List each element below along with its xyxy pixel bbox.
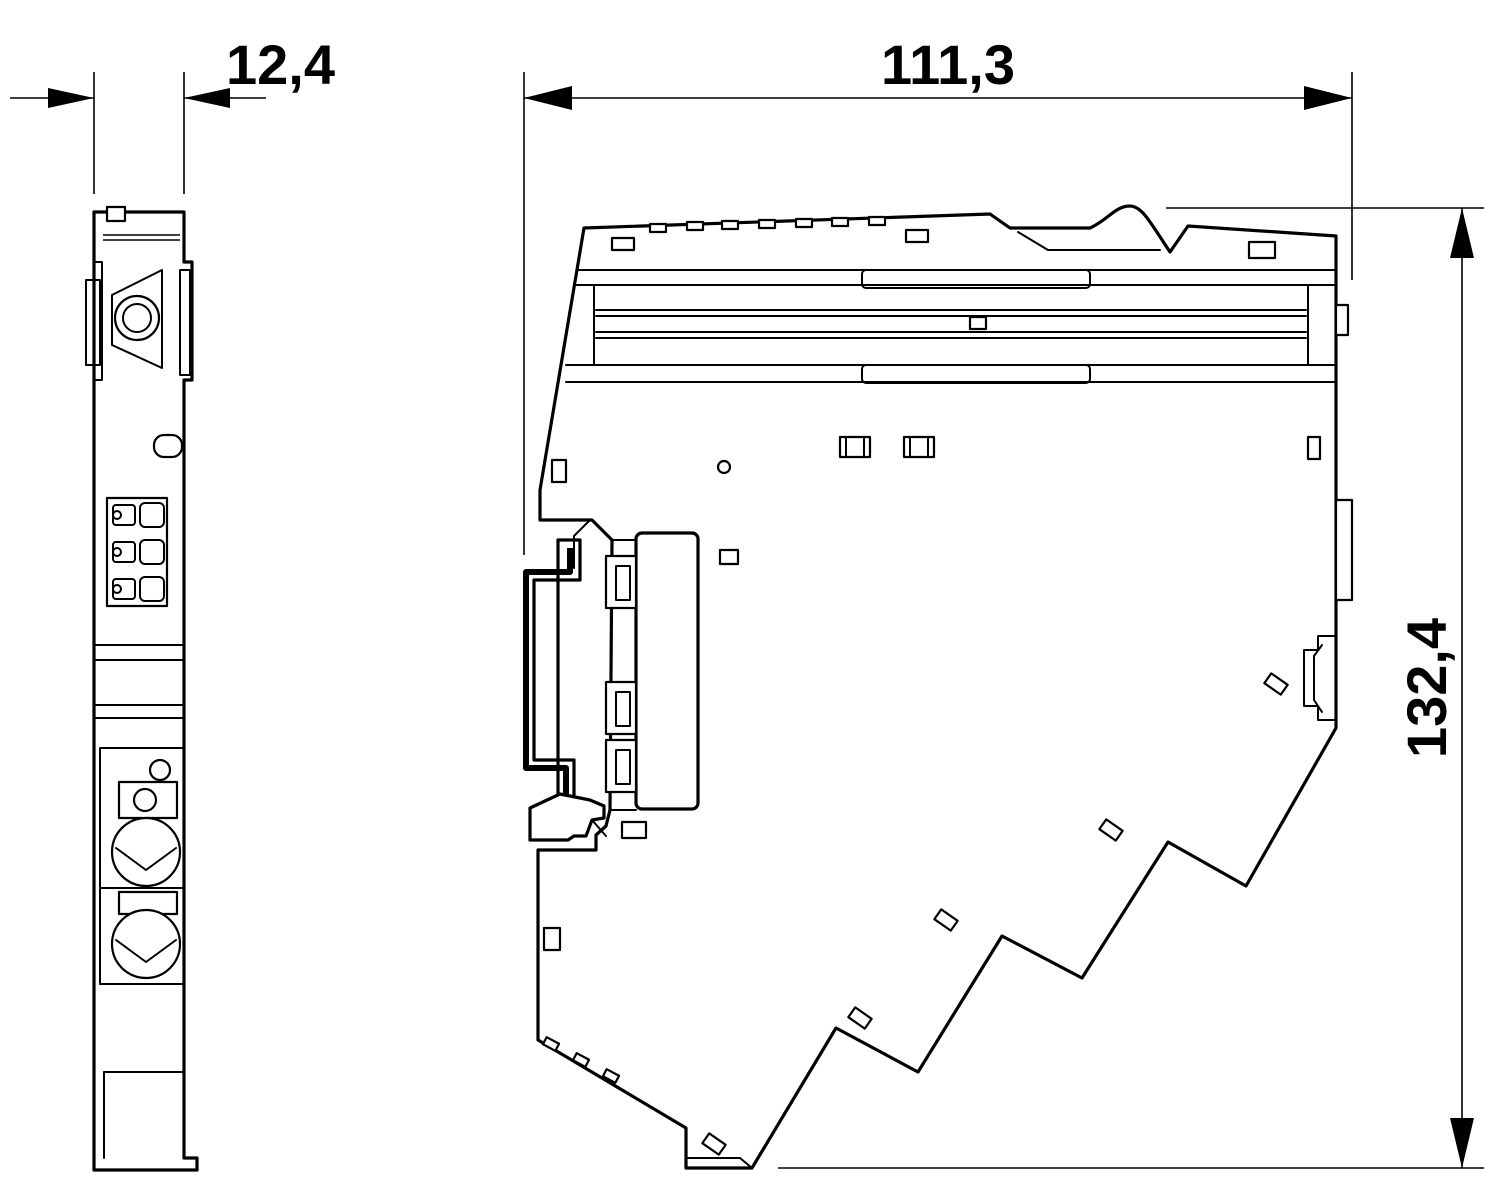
front-view (523, 204, 1354, 1170)
dimension-depth-label: 111,3 (881, 33, 1015, 96)
din-rail (523, 519, 591, 802)
dimension-width (10, 72, 266, 194)
top-tabs (610, 215, 1277, 260)
side-view (85, 205, 199, 1172)
latch-foot (528, 792, 648, 842)
dimension-height (778, 207, 1484, 1169)
connector-plug (604, 531, 700, 811)
dimension-width-label: 12,4 (226, 33, 335, 96)
dimension-height-label: 132,4 (1395, 618, 1458, 758)
dimension-depth (523, 72, 1353, 555)
